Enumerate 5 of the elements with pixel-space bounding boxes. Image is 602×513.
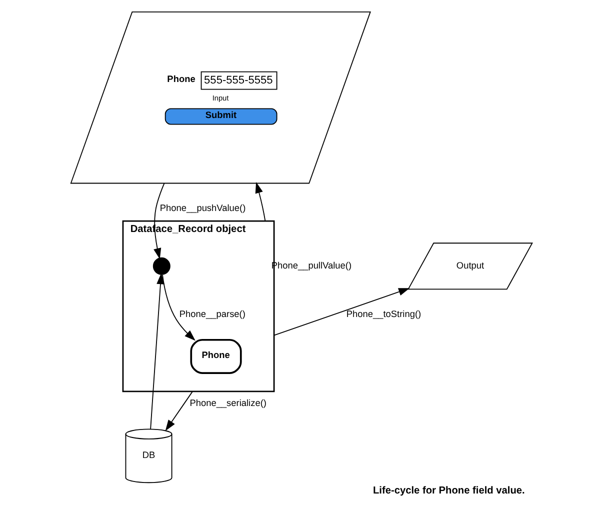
caption: Life-cycle for Phone field value. (372, 486, 524, 497)
edge-label: Phone__serialize() (189, 398, 266, 408)
edge-label: Phone__parse() (178, 308, 245, 319)
edge-label: Phone__toString() (346, 308, 421, 319)
edge-label: Phone__pushValue() (159, 202, 246, 213)
